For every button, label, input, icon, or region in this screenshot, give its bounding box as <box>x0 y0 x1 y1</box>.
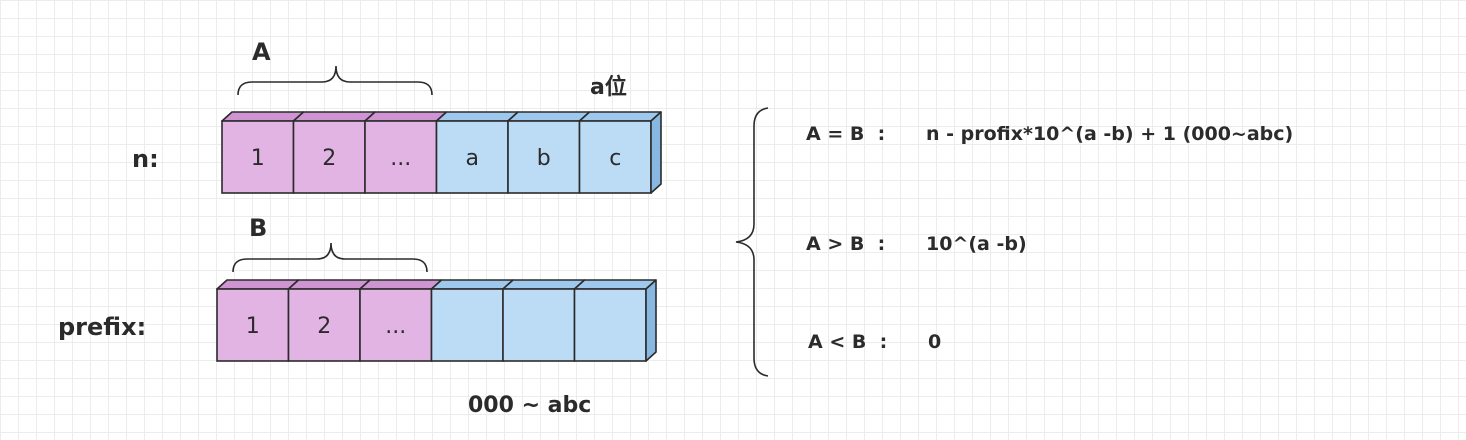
row_prefix-cell: ... <box>359 279 443 362</box>
row_n-cell: a <box>435 111 519 194</box>
row-label-prefix: prefix: <box>58 313 146 341</box>
row_prefix-cell <box>430 279 514 362</box>
a-digits-label: a位 <box>590 74 627 100</box>
row_n-cell: 2 <box>292 111 376 194</box>
row_n-cell-label: 1 <box>251 146 265 171</box>
brace-b <box>232 242 428 273</box>
range-label: 000 ~ abc <box>468 393 591 418</box>
row_prefix-cell-label: ... <box>385 314 406 339</box>
brace-a <box>237 65 433 96</box>
row_n-cell-label: 2 <box>322 146 336 171</box>
row_prefix-cell <box>573 279 657 362</box>
row_n-cell-label: b <box>537 146 551 171</box>
case-equal: A = B : n - profix*10^(a -b) + 1 (000~ab… <box>806 123 1293 145</box>
row_n-side-face <box>650 111 662 194</box>
group-label-a: A <box>252 38 271 66</box>
row_prefix-cell: 1 <box>216 279 300 362</box>
row_n-cell-label: a <box>466 146 479 171</box>
group-label-b: B <box>249 214 267 242</box>
row_n-cell: ... <box>364 111 448 194</box>
row_prefix-cell: 2 <box>287 279 371 362</box>
row_n-cell: 1 <box>221 111 305 194</box>
row_n-cell-label: c <box>609 146 621 171</box>
row_prefix-side-face <box>645 279 657 362</box>
row-n-cells: 1 2... a b c <box>221 111 662 194</box>
row_n-cell-label: ... <box>390 146 411 171</box>
row_n-cell: c <box>578 111 662 194</box>
row_prefix-cell <box>502 279 586 362</box>
case-less: A < B : 0 <box>808 331 941 353</box>
case-equal-expression: n - profix*10^(a -b) + 1 (000~abc) <box>926 123 1293 145</box>
row-label-n: n: <box>132 145 159 173</box>
case-less-expression: 0 <box>928 331 941 353</box>
case-equal-condition: A = B : <box>806 123 885 145</box>
row_n-cell: b <box>507 111 591 194</box>
case-greater: A > B : 10^(a -b) <box>806 233 1027 255</box>
row_prefix-cell-label: 2 <box>317 314 331 339</box>
case-brace <box>735 107 769 377</box>
case-less-condition: A < B : <box>808 331 887 353</box>
row_prefix-cell-label: 1 <box>246 314 260 339</box>
case-greater-condition: A > B : <box>806 233 885 255</box>
case-greater-expression: 10^(a -b) <box>926 233 1027 255</box>
row-prefix-cells: 1 2... <box>216 279 657 362</box>
